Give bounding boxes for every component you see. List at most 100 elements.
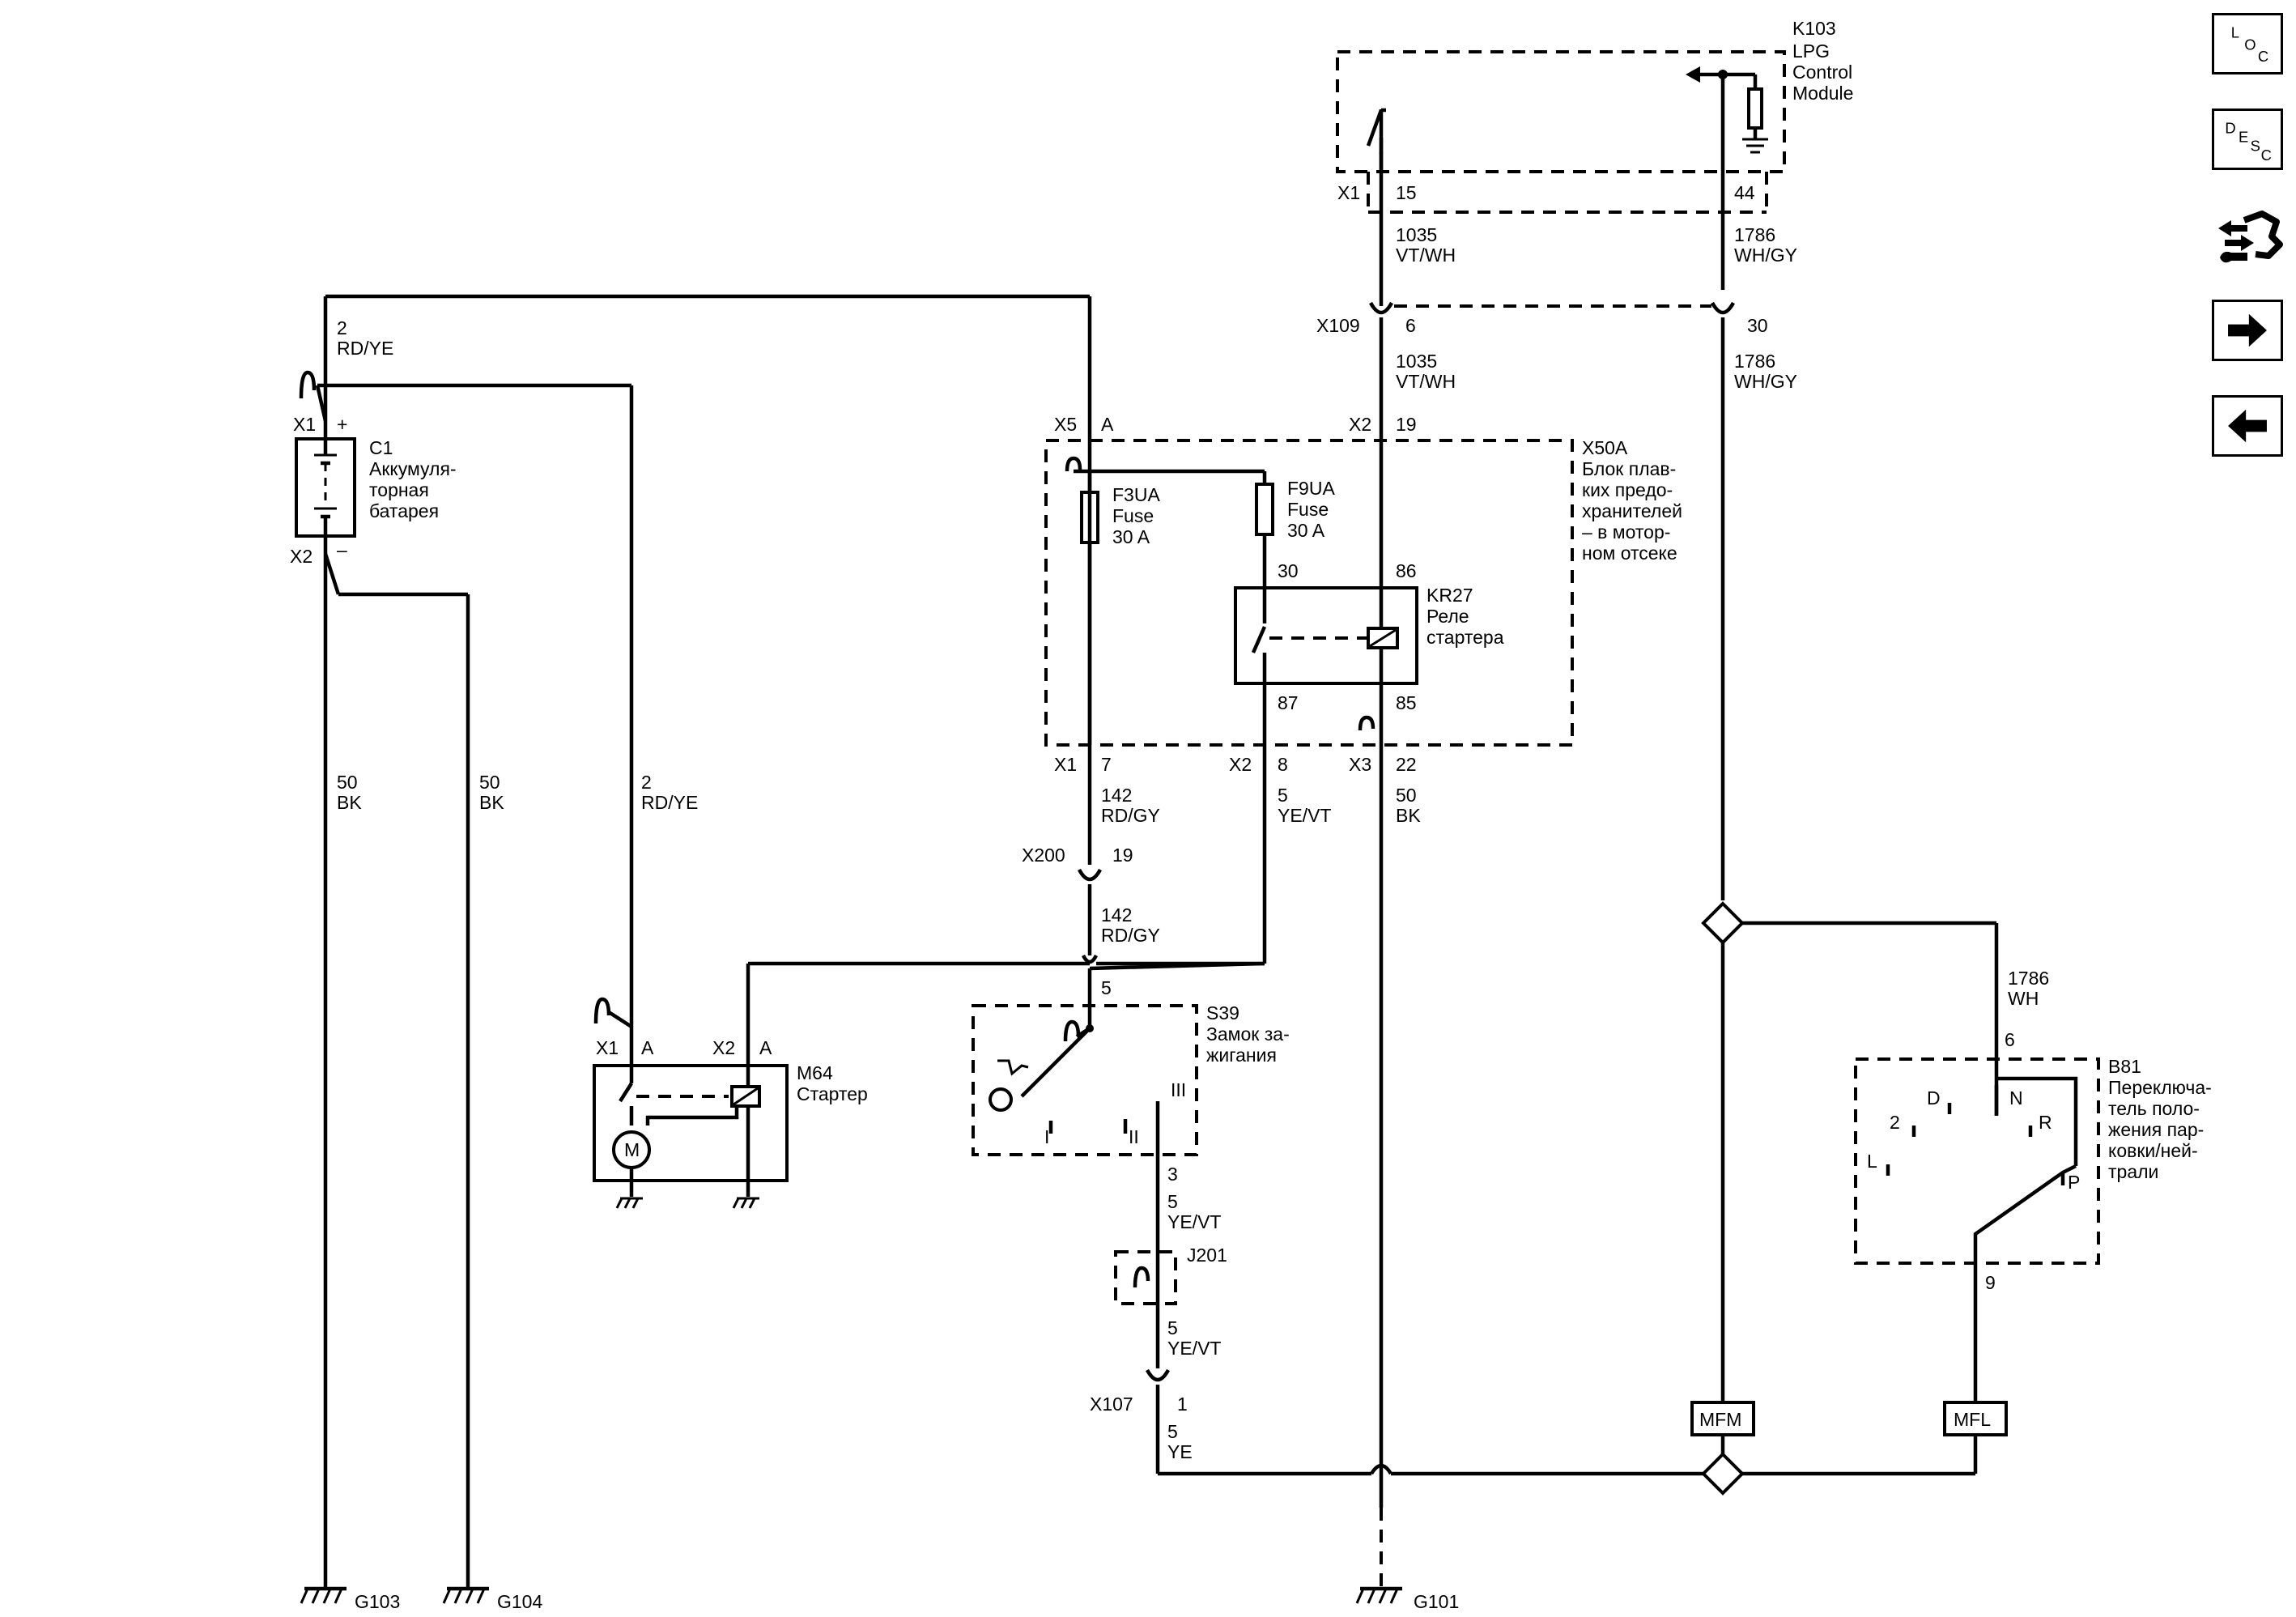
x107-connector [1146,1368,1170,1382]
wire-label: 1035 [1396,224,1437,245]
conn-x107: X107 [1090,1394,1133,1415]
wire-label: VT/WH [1396,371,1456,392]
c1-ref: C1 [369,437,393,458]
svg-text:C: C [2261,147,2272,164]
wire-label: YE/VT [1278,805,1331,826]
prev-button[interactable] [2212,395,2283,457]
c1-label: батарея [369,500,439,521]
splice-top [1701,901,1745,945]
x109-pin-30 [1711,301,1735,315]
x50a-fuse-block[interactable] [1044,439,1574,747]
pin-30-relay: 30 [1278,560,1299,581]
pin-85: 85 [1396,692,1417,713]
pin-30: 30 [1747,315,1768,336]
wire-label: 1786 [1734,224,1775,245]
pin-19: 19 [1396,414,1417,435]
fuse-f9ua[interactable] [1255,483,1274,536]
j201-ref: J201 [1187,1245,1227,1266]
connector-tools-button[interactable] [2212,204,2283,274]
s39-pos-ii: II [1129,1126,1139,1147]
m64-ref: M64 [797,1062,833,1083]
conn-x2-top: X2 [1349,414,1371,435]
b81-ref: B81 [2108,1056,2141,1077]
f9ua-label: Fuse [1287,499,1329,520]
f3ua-ref: F3UA [1112,484,1160,505]
conn-x2-m64: X2 [712,1037,735,1058]
kr27-label: Реле [1426,606,1469,627]
loc-icon: L O C [2231,24,2268,65]
ground-g103 [300,1586,347,1604]
desc-icon: D E S C [2225,120,2272,164]
wire-label: BK [1396,805,1421,826]
k103-module[interactable] [1336,50,1786,214]
splice-bottom [1701,1452,1745,1496]
pin-3: 3 [1167,1164,1178,1185]
f9ua-ref: F9UA [1287,478,1335,499]
conn-x3: X3 [1349,754,1371,775]
kr27-ref: KR27 [1426,585,1473,606]
kr27-label: стартера [1426,627,1504,648]
wire-label: 142 [1101,785,1132,806]
pin-7: 7 [1101,754,1112,775]
ignition-switch-s39[interactable] [972,1004,1198,1156]
pin-86: 86 [1396,560,1417,581]
x50a-label: хранителей [1582,500,1682,521]
splice-j201[interactable] [1114,1250,1177,1305]
pin-5-s39: 5 [1101,977,1112,998]
wire-label: 2 [641,772,652,793]
wire-label: 50 [1396,785,1417,806]
conn-x1-k103: X1 [1337,182,1360,203]
conn-x109: X109 [1316,315,1360,336]
wire-label: YE [1167,1441,1193,1462]
motor-label: M [624,1139,640,1160]
ground-g101-label: G101 [1414,1591,1459,1612]
wire-label: WH [2008,988,2039,1009]
k103-label-1: LPG [1792,40,1830,62]
mfl-label: MFL [1954,1409,1991,1430]
pin-9: 9 [1985,1272,1996,1293]
c1-label: Аккумуля- [369,458,457,479]
wire-label: RD/GY [1101,805,1160,826]
pin-87: 87 [1278,692,1299,713]
loc-button[interactable]: L O C [2212,13,2283,74]
c1-label: торная [369,479,429,500]
arrow-right-icon [2228,313,2267,347]
pin-15: 15 [1396,182,1417,203]
wire-label: 50 [337,772,358,793]
b81-pos-n: N [2009,1087,2023,1108]
svg-text:L: L [2231,24,2239,41]
pin-a-m64-2: A [759,1037,772,1058]
ground-g103-label: G103 [355,1591,400,1612]
pin-plus: + [337,414,347,435]
pin-a: A [1101,414,1114,435]
conn-x200: X200 [1022,845,1065,866]
desc-button[interactable]: D E S C [2212,109,2283,170]
f9ua-label: 30 A [1287,520,1325,541]
wire-label: VT/WH [1396,245,1456,266]
m64-label: Стартер [797,1083,868,1104]
b81-pos-d: D [1927,1087,1941,1108]
x50a-ref: X50A [1582,437,1628,458]
b81-pos-p: P [2068,1172,2080,1193]
b81-pos-l: L [1867,1151,1877,1172]
wire-label: 1035 [1396,351,1437,372]
wire-label: 5 [1167,1317,1178,1338]
svg-text:C: C [2258,48,2268,65]
b81-label: жения пар- [2108,1119,2204,1140]
b81-label: ковки/ней- [2108,1140,2198,1161]
pin-1: 1 [1177,1394,1188,1415]
mfm-label: MFM [1699,1409,1741,1430]
k103-ref: K103 [1792,18,1836,39]
next-button[interactable] [2212,300,2283,361]
wire-label: YE/VT [1167,1338,1221,1359]
b81-label: тель поло- [2108,1098,2200,1119]
starter-m64[interactable] [593,1064,789,1182]
pin-6: 6 [1405,315,1416,336]
x109-pin-6 [1369,301,1393,315]
pin-44: 44 [1734,182,1755,203]
relay-kr27[interactable] [1234,586,1418,685]
s39-label: Замок за- [1206,1023,1290,1045]
wire-label: WH/GY [1734,245,1797,266]
s39-pos-iii: III [1171,1079,1186,1100]
svg-text:O: O [2244,36,2256,53]
